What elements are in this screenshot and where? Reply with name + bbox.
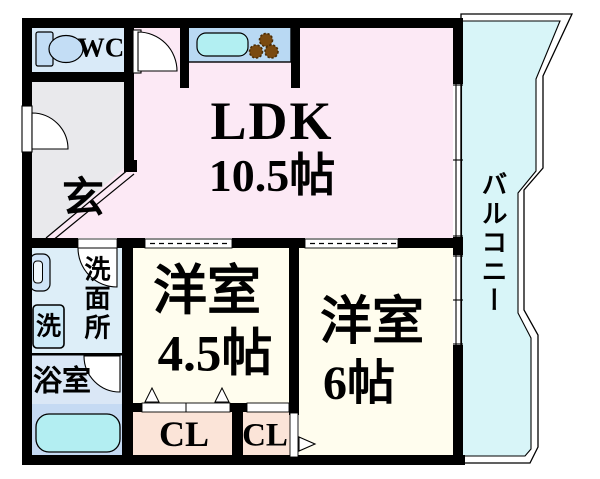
wall-wc-bottom: [22, 72, 134, 82]
washbasin-bowl-icon: [33, 260, 43, 284]
western-small-size-label: 4.5帖: [157, 326, 273, 383]
walls: [22, 18, 465, 465]
washing-machine-icon: [32, 304, 65, 349]
kitchen-sink-icon: [196, 32, 249, 57]
wall-closet-divider: [232, 403, 243, 455]
bathtub-icon: [35, 413, 121, 453]
wall-ldk-bottom-b: [117, 238, 145, 248]
ldk-label: LDK: [210, 91, 334, 151]
stove-burner-icon: [264, 44, 279, 59]
wall-outer-top: [22, 18, 462, 28]
entrance-door-arc: [31, 112, 69, 150]
ldk-size-label: 10.5帖: [208, 150, 336, 201]
closet-left-label: CL: [158, 414, 210, 454]
room-western-large: [299, 248, 453, 455]
sliding-door-western-small: [144, 238, 233, 249]
wall-kitchen-stub-left: [180, 18, 189, 88]
wall-wc-right: [124, 18, 134, 72]
window-ldk-balcony: [453, 84, 463, 237]
bathroom-divider-line: [32, 353, 122, 356]
room-western-small: [133, 248, 289, 403]
closet-right-label: CL: [242, 417, 288, 454]
western-large-label: 洋室: [319, 294, 425, 351]
washroom-label: 洗面所: [81, 255, 110, 343]
room-closet-right: [243, 412, 290, 455]
entrance-label: 玄: [61, 176, 105, 222]
wall-right-top: [453, 18, 463, 84]
entrance-door-leaf: [21, 105, 33, 153]
wall-right-bottom: [453, 345, 463, 457]
wall-entrance-cap: [124, 160, 137, 172]
wall-ldk-bottom-c: [232, 238, 305, 248]
window-western-large-balcony: [453, 255, 463, 345]
bathroom-door-arc: [83, 355, 121, 393]
closet-right-door: [289, 412, 317, 458]
wall-outer-bottom: [22, 455, 465, 465]
western-large-size-label: 6帖: [322, 357, 396, 410]
wall-kitchen-stub-right: [291, 18, 300, 88]
closet-folding-doors: [141, 386, 290, 413]
room-closet-left: [133, 412, 232, 455]
western-small-label: 洋室: [153, 261, 261, 321]
entrance-step-line-inner: [51, 173, 135, 242]
sliding-door-western-large: [304, 238, 399, 249]
wall-ldk-bottom-a: [22, 238, 78, 248]
washing-machine-label: 洗: [35, 313, 62, 341]
wall-entrance-right: [124, 82, 134, 172]
wall-room-divider: [289, 248, 299, 415]
balcony-label: バルコニー: [478, 170, 507, 316]
wc-door-arc: [137, 31, 178, 72]
wall-ldk-bottom-d: [398, 238, 463, 248]
entrance-step-line-outer: [45, 168, 130, 239]
balcony-railing-inner: [460, 20, 561, 457]
washroom-door-arc: [77, 247, 118, 288]
stove-burner-icon: [248, 44, 264, 59]
stove-burner-icon: [258, 32, 274, 48]
wall-closet-top-left: [133, 403, 142, 412]
wc-label: WC: [77, 32, 125, 63]
bathroom-label: 浴室: [32, 365, 92, 398]
wall-left-mid-vertical: [122, 248, 133, 455]
wall-closet-top-mid: [229, 403, 247, 412]
wall-right-mid-pillar: [453, 237, 463, 255]
toilet-bowl-icon: [48, 34, 84, 64]
washroom-door-opening: [77, 238, 118, 249]
